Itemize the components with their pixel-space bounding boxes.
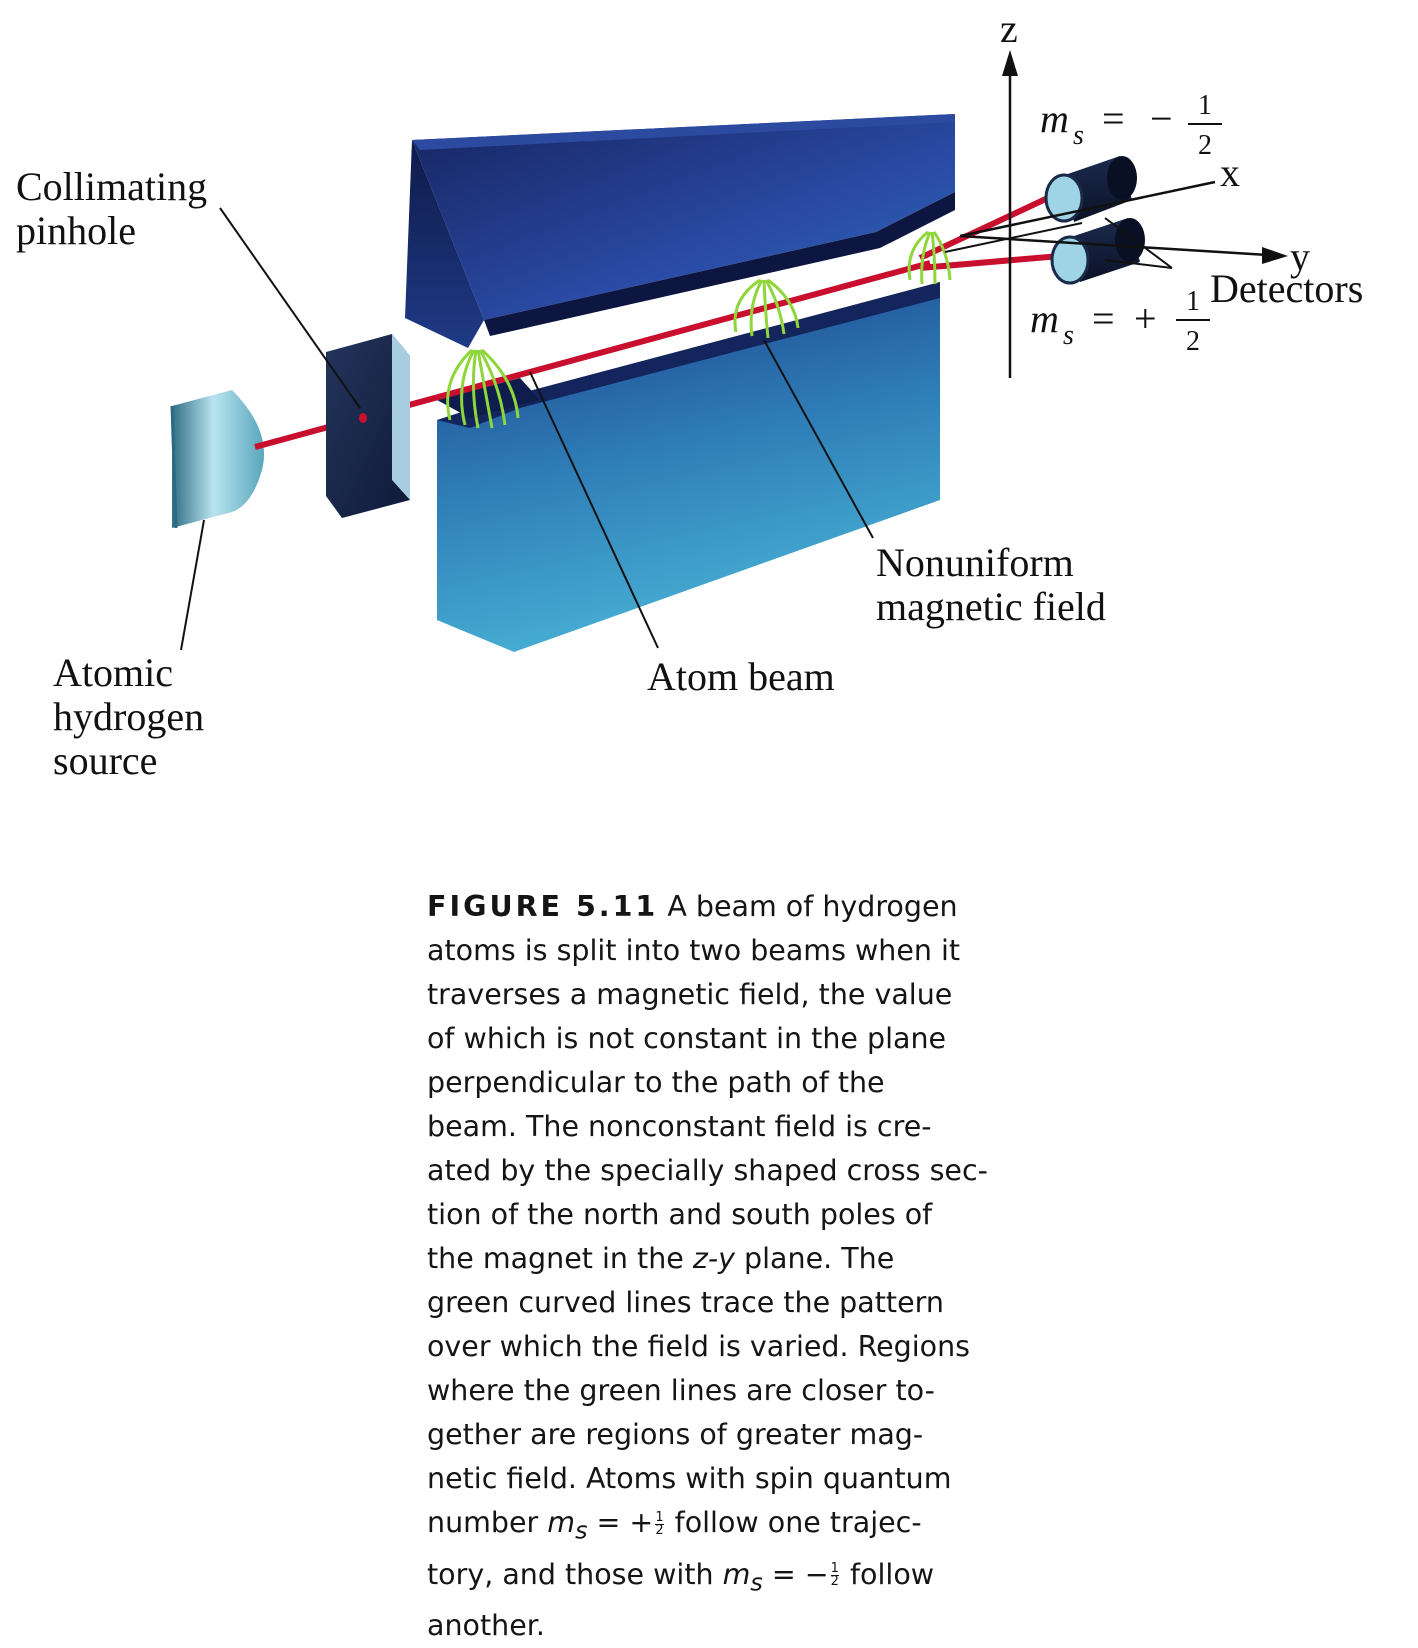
svg-text:−: − — [1150, 96, 1173, 141]
svg-text:s: s — [1073, 120, 1084, 151]
svg-text:s: s — [1063, 320, 1074, 351]
svg-text:1: 1 — [1186, 286, 1200, 317]
caption-line: netic field. Atoms with spin quantum — [427, 1462, 952, 1495]
caption-line: the magnet in the z-y plane. The — [427, 1242, 895, 1275]
source-label-1: Atomic — [53, 650, 173, 695]
z-axis-label: z — [1000, 6, 1018, 51]
field-label-2: magnetic field — [876, 584, 1106, 629]
upper-magnet-pole — [405, 114, 955, 348]
caption-line: FIGURE 5.11 A beam of hydrogen — [427, 890, 958, 923]
hydrogen-source — [170, 390, 264, 529]
caption-line: of which is not constant in the plane — [427, 1022, 947, 1055]
stern-gerlach-diagram: z x y Collimating pinhole Atomic hydroge… — [16, 6, 1363, 783]
atom-beam-label: Atom beam — [647, 654, 835, 699]
axes — [959, 50, 1288, 378]
svg-text:=: = — [1092, 296, 1115, 341]
svg-text:m: m — [1040, 96, 1069, 141]
source-label-2: hydrogen — [53, 694, 204, 739]
svg-text:m: m — [1030, 296, 1059, 341]
svg-text:1: 1 — [1198, 90, 1212, 121]
field-label-1: Nonuniform — [876, 540, 1074, 585]
caption-line: green curved lines trace the pattern — [427, 1286, 944, 1319]
y-axis-label: y — [1290, 234, 1310, 279]
svg-text:=: = — [1102, 96, 1125, 141]
collimating-pinhole — [326, 334, 410, 518]
source-label-3: source — [53, 738, 157, 783]
caption-line: another. — [427, 1609, 545, 1643]
caption-line: tion of the north and south poles of — [427, 1198, 933, 1231]
caption-line: where the green lines are closer to- — [427, 1374, 935, 1407]
caption-line: perpendicular to the path of the — [427, 1066, 885, 1099]
caption-line: ated by the specially shaped cross sec- — [427, 1154, 988, 1187]
leader-lines — [180, 207, 1173, 651]
spin-down-equation: m s = − 1 2 — [1040, 90, 1222, 161]
collimating-pinhole-label-1: Collimating — [16, 164, 207, 209]
detector-lower — [1050, 218, 1145, 285]
svg-text:2: 2 — [1186, 326, 1200, 357]
lower-magnet-pole — [437, 282, 940, 652]
field-lines — [446, 230, 952, 429]
caption-line: beam. The nonconstant field is cre- — [427, 1110, 932, 1143]
svg-text:+: + — [1134, 296, 1157, 341]
caption-line: traverses a magnetic field, the value — [427, 978, 953, 1011]
x-axis-label: x — [1220, 150, 1240, 195]
caption-line: gether are regions of greater mag- — [427, 1418, 924, 1451]
figure-caption: FIGURE 5.11 A beam of hydrogen atoms is … — [427, 885, 1017, 1648]
collimating-pinhole-label-2: pinhole — [16, 208, 136, 253]
caption-line: atoms is split into two beams when it — [427, 934, 961, 967]
spin-up-equation: m s = + 1 2 — [1030, 286, 1210, 357]
detectors-label: Detectors — [1210, 266, 1363, 311]
detector-upper — [1044, 156, 1137, 223]
svg-text:2: 2 — [1198, 130, 1212, 161]
caption-line: over which the field is varied. Regions — [427, 1330, 971, 1363]
figure-label: FIGURE 5.11 — [427, 890, 659, 923]
